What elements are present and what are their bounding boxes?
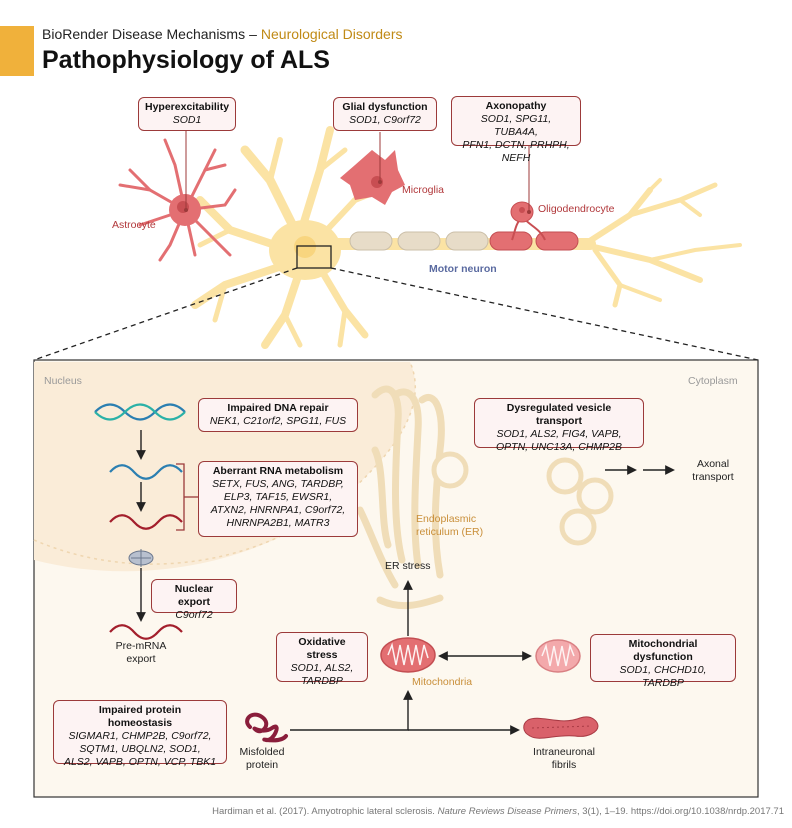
hyperexcitability-genes: SOD1 [172, 114, 202, 126]
microglia-icon [340, 150, 405, 205]
vesicle-icon [431, 451, 614, 546]
oxidative-stress-box: Oxidative stress SOD1, ALS2, TARDBP [276, 632, 368, 687]
oligodendrocyte-label: Oligodendrocyte [538, 203, 615, 215]
pre-mrna-line2: export [126, 653, 156, 665]
axonopathy-heading: Axonopathy [485, 100, 547, 112]
page-title: Pathophysiology of ALS [42, 46, 330, 74]
misfolded-line2: protein [245, 759, 279, 771]
fibril-icon [523, 716, 599, 739]
subtitle-separator: – [249, 26, 257, 42]
dysfunctional-mitochondrion-icon [535, 639, 581, 673]
mito-genes-1: SOD1, CHCHD10, [619, 664, 707, 676]
mito-heading-1: Mitochondrial [628, 638, 698, 650]
protein-heading-1: Impaired protein [98, 704, 182, 716]
rna-genes-2: ELP3, TAF15, EWSR1, [223, 491, 333, 503]
dna-repair-box: Impaired DNA repair NEK1, C21orf2, SPG11… [198, 398, 358, 432]
nuclear-export-heading: Nuclear export [174, 583, 214, 608]
vesicle-transport-box: Dysregulated vesicle transport SOD1, ALS… [474, 398, 644, 453]
accent-bar [0, 26, 34, 76]
brand-label: BioRender Disease Mechanisms [42, 26, 246, 42]
oxidative-heading: Oxidative stress [298, 636, 346, 661]
mitochondria-label: Mitochondria [412, 676, 473, 688]
rna-icon [109, 464, 183, 480]
er-label: Endoplasmic reticulum (ER) [416, 513, 483, 539]
rna-heading: Aberrant RNA metabolism [212, 465, 344, 477]
mitochondrion-icon [380, 637, 436, 673]
microglia-label: Microglia [402, 184, 445, 196]
dna-icon [94, 403, 186, 421]
glial-dysfunction-box: Glial dysfunction SOD1, C9orf72 [333, 97, 437, 131]
vesicle-genes-1: SOD1, ALS2, FIG4, VAPB, [496, 428, 622, 440]
hyperexcitability-box: Hyperexcitability SOD1 [138, 97, 236, 131]
axonopathy-genes-2: PFN1, DCTN, PRHPH, NEFH [462, 139, 570, 164]
hyperexcitability-heading: Hyperexcitability [145, 101, 230, 113]
mito-genes-2: TARDBP [642, 677, 684, 689]
protein-genes-3: ALS2, VAPB, OPTN, VCP, TBK1 [63, 756, 217, 768]
category-label: Neurological Disorders [260, 26, 403, 42]
protein-heading-2: homeostasis [107, 717, 173, 729]
fibrils-line2: fibrils [551, 759, 577, 771]
misfolded-line1: Misfolded [239, 746, 285, 758]
pre-mrna-label: Pre-mRNA export [110, 640, 172, 666]
mito-heading-2: dysfunction [633, 651, 693, 663]
zoom-region [296, 245, 332, 269]
misfolded-protein-label: Misfolded protein [232, 746, 292, 772]
dna-repair-genes: NEK1, C21orf2, SPG11, FUS [209, 415, 347, 427]
rna-genes-1: SETX, FUS, ANG, TARDBP, [212, 478, 344, 490]
fibrils-line1: Intraneuronal [533, 746, 595, 758]
er-label-line2: reticulum (ER) [416, 526, 484, 538]
rna-genes-4: HNRNPA2B1, MATR3 [226, 517, 330, 529]
series-subtitle: BioRender Disease Mechanisms–Neurologica… [42, 26, 403, 42]
glial-genes: SOD1, C9orf72 [349, 114, 421, 126]
citation-pre: Hardiman et al. (2017). Amyotrophic late… [212, 806, 438, 817]
vesicle-heading-2: transport [535, 415, 583, 427]
nucleus-label: Nucleus [44, 375, 82, 387]
citation-journal: Nature Reviews Disease Primers [437, 806, 577, 817]
nuclear-export-genes: C9orf72 [175, 609, 213, 621]
axonopathy-genes-1: SOD1, SPG11, TUBA4A, [480, 113, 552, 138]
axonal-transport-label: Axonal transport [682, 458, 744, 484]
axonal-line2: transport [692, 471, 734, 483]
oxidative-genes-1: SOD1, ALS2, [290, 662, 354, 674]
astrocyte-icon [118, 138, 237, 262]
misfolded-protein-icon [245, 712, 288, 743]
nuclear-pore-icon [128, 549, 154, 567]
motor-neuron-label: Motor neuron [429, 263, 497, 275]
er-label-line1: Endoplasmic [416, 513, 477, 525]
mrna-icon [109, 514, 183, 530]
protein-genes-1: SIGMAR1, CHMP2B, C9orf72, [68, 730, 212, 742]
pre-mrna-icon [109, 624, 183, 640]
pre-mrna-line1: Pre-mRNA [115, 640, 167, 652]
cytoplasm-label: Cytoplasm [688, 375, 738, 387]
axonal-line1: Axonal [696, 458, 730, 470]
vesicle-genes-2: OPTN, UNC13A, CHMP2B [495, 441, 623, 453]
citation: Hardiman et al. (2017). Amyotrophic late… [212, 806, 784, 817]
rna-metabolism-box: Aberrant RNA metabolism SETX, FUS, ANG, … [198, 461, 358, 537]
nuclear-export-box: Nuclear export C9orf72 [151, 579, 237, 621]
oligodendrocyte-icon [510, 201, 546, 241]
dna-repair-heading: Impaired DNA repair [227, 402, 329, 414]
fibrils-label: Intraneuronal fibrils [524, 746, 604, 772]
rna-genes-3: ATXN2, HNRNPA1, C9orf72, [210, 504, 346, 516]
citation-post: , 3(1), 1–19. https://doi.org/10.1038/nr… [576, 806, 784, 817]
oxidative-genes-2: TARDBP [301, 675, 343, 687]
glial-heading: Glial dysfunction [342, 101, 428, 113]
axonopathy-box: Axonopathy SOD1, SPG11, TUBA4A, PFN1, DC… [451, 96, 581, 164]
er-stress-label: ER stress [385, 560, 431, 572]
vesicle-heading-1: Dysregulated vesicle [506, 402, 612, 414]
mitochondrial-dysfunction-box: Mitochondrial dysfunction SOD1, CHCHD10,… [590, 634, 736, 689]
protein-genes-2: SQTM1, UBQLN2, SOD1, [79, 743, 201, 755]
astrocyte-label: Astrocyte [112, 219, 156, 231]
protein-homeostasis-box: Impaired protein homeostasis SIGMAR1, CH… [53, 700, 227, 768]
